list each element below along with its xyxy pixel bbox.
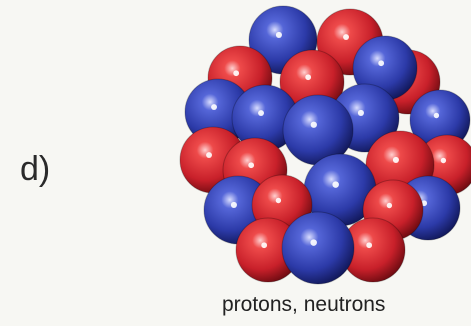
sphere-highlight [366, 242, 373, 249]
sphere-highlight [261, 242, 268, 249]
sphere-highlight [392, 156, 399, 163]
panel-label: d) [20, 150, 51, 188]
sphere-highlight [206, 152, 213, 159]
sphere-highlight [230, 201, 237, 208]
sphere-highlight [305, 74, 312, 81]
sphere-highlight [211, 104, 218, 111]
sphere-highlight [440, 157, 447, 164]
sphere-highlight [275, 31, 282, 38]
sphere-highlight [332, 181, 339, 188]
sphere-highlight [421, 200, 428, 207]
sphere-highlight [357, 109, 364, 116]
sphere-highlight [258, 110, 265, 117]
sphere-highlight [310, 121, 317, 128]
sphere-highlight [310, 239, 317, 246]
caption: protons, neutrons [222, 293, 386, 316]
neutron-sphere [281, 211, 355, 285]
sphere-highlight [386, 202, 393, 209]
sphere-highlight [343, 34, 350, 41]
sphere-highlight [433, 112, 440, 119]
sphere-highlight [233, 70, 240, 77]
sphere-highlight [378, 60, 385, 67]
sphere-highlight [248, 162, 255, 169]
sphere-highlight [275, 197, 282, 204]
